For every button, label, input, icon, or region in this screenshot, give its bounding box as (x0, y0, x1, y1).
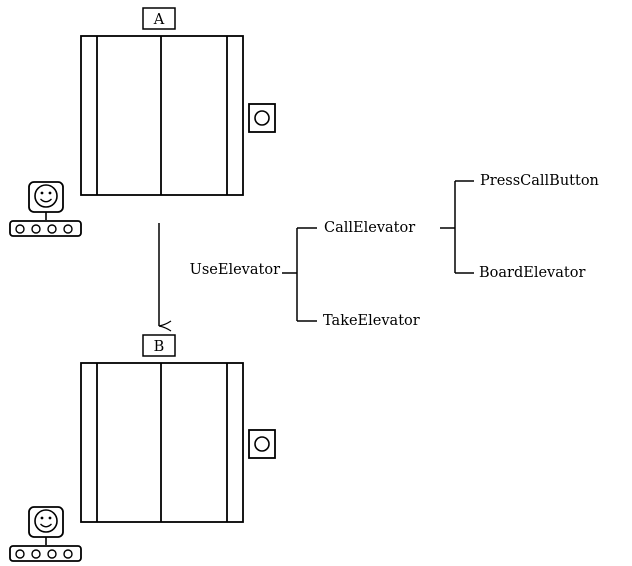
floor-a-label: A (153, 12, 165, 28)
floor-a-label-box (142, 7, 176, 30)
tree-node-call-elevator: CallElevator (324, 220, 415, 236)
floor-a: A (9, 7, 276, 237)
call-button-icon[interactable] (248, 429, 276, 459)
floor-b-label-box (142, 334, 176, 357)
floor-b-label: B (154, 339, 165, 355)
tree-node-board-elevator: BoardElevator (479, 265, 585, 281)
tree-node-root: UseElevator (190, 262, 280, 278)
call-button-icon[interactable] (248, 103, 276, 133)
task-tree: UseElevator CallElevator TakeElevator Pr… (190, 173, 599, 329)
tree-node-press-call-button: PressCallButton (480, 173, 599, 189)
robot-icon (9, 506, 82, 562)
elevator-door-icon (80, 35, 244, 196)
floor-b: B (9, 334, 276, 562)
robot-icon (9, 181, 82, 237)
tree-node-take-elevator: TakeElevator (323, 313, 420, 329)
elevator-door-icon (80, 362, 244, 523)
